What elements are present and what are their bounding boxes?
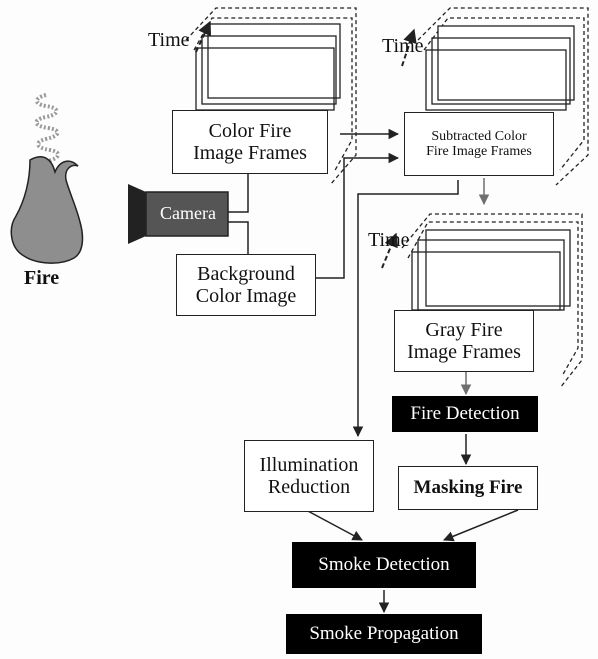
fire-detection-node: Fire Detection	[392, 396, 538, 432]
subtracted-color-fire-image-frames-node: Subtracted Color Fire Image Frames	[404, 112, 554, 176]
fire-icon	[11, 157, 82, 263]
camera-label: Camera	[148, 204, 228, 223]
color-fire-image-frames-node: Color Fire Image Frames	[172, 110, 328, 174]
subtracted-line-2: Fire Image Frames	[426, 144, 532, 159]
gray-fire-image-frames-node: Gray Fire Image Frames	[394, 310, 534, 372]
time-label-2: Time	[382, 36, 424, 57]
smoke-propagation-label: Smoke Propagation	[309, 624, 458, 645]
color-frames-line-2: Image Frames	[193, 142, 307, 164]
color-frames-line-1: Color Fire	[209, 120, 292, 142]
background-line-2: Color Image	[196, 285, 297, 307]
masking-fire-label: Masking Fire	[414, 478, 523, 499]
subtracted-line-1: Subtracted Color	[431, 129, 526, 144]
gray-frames-line-1: Gray Fire	[425, 319, 502, 341]
fire-label: Fire	[24, 268, 59, 289]
smoke-detection-node: Smoke Detection	[292, 542, 476, 588]
illumination-reduction-node: Illumination Reduction	[244, 440, 374, 512]
background-line-1: Background	[197, 263, 295, 285]
connector-lines	[228, 134, 518, 612]
masking-fire-node: Masking Fire	[398, 466, 538, 510]
smoke-detection-label: Smoke Detection	[318, 555, 449, 576]
gray-frames-line-2: Image Frames	[407, 341, 521, 363]
time-label-1: Time	[148, 30, 190, 51]
background-color-image-node: Background Color Image	[176, 254, 316, 316]
smoke-propagation-node: Smoke Propagation	[286, 614, 482, 654]
illumination-line-1: Illumination	[260, 454, 359, 476]
illumination-line-2: Reduction	[268, 476, 350, 498]
fire-detection-label: Fire Detection	[410, 404, 519, 425]
time-label-3: Time	[368, 230, 410, 251]
